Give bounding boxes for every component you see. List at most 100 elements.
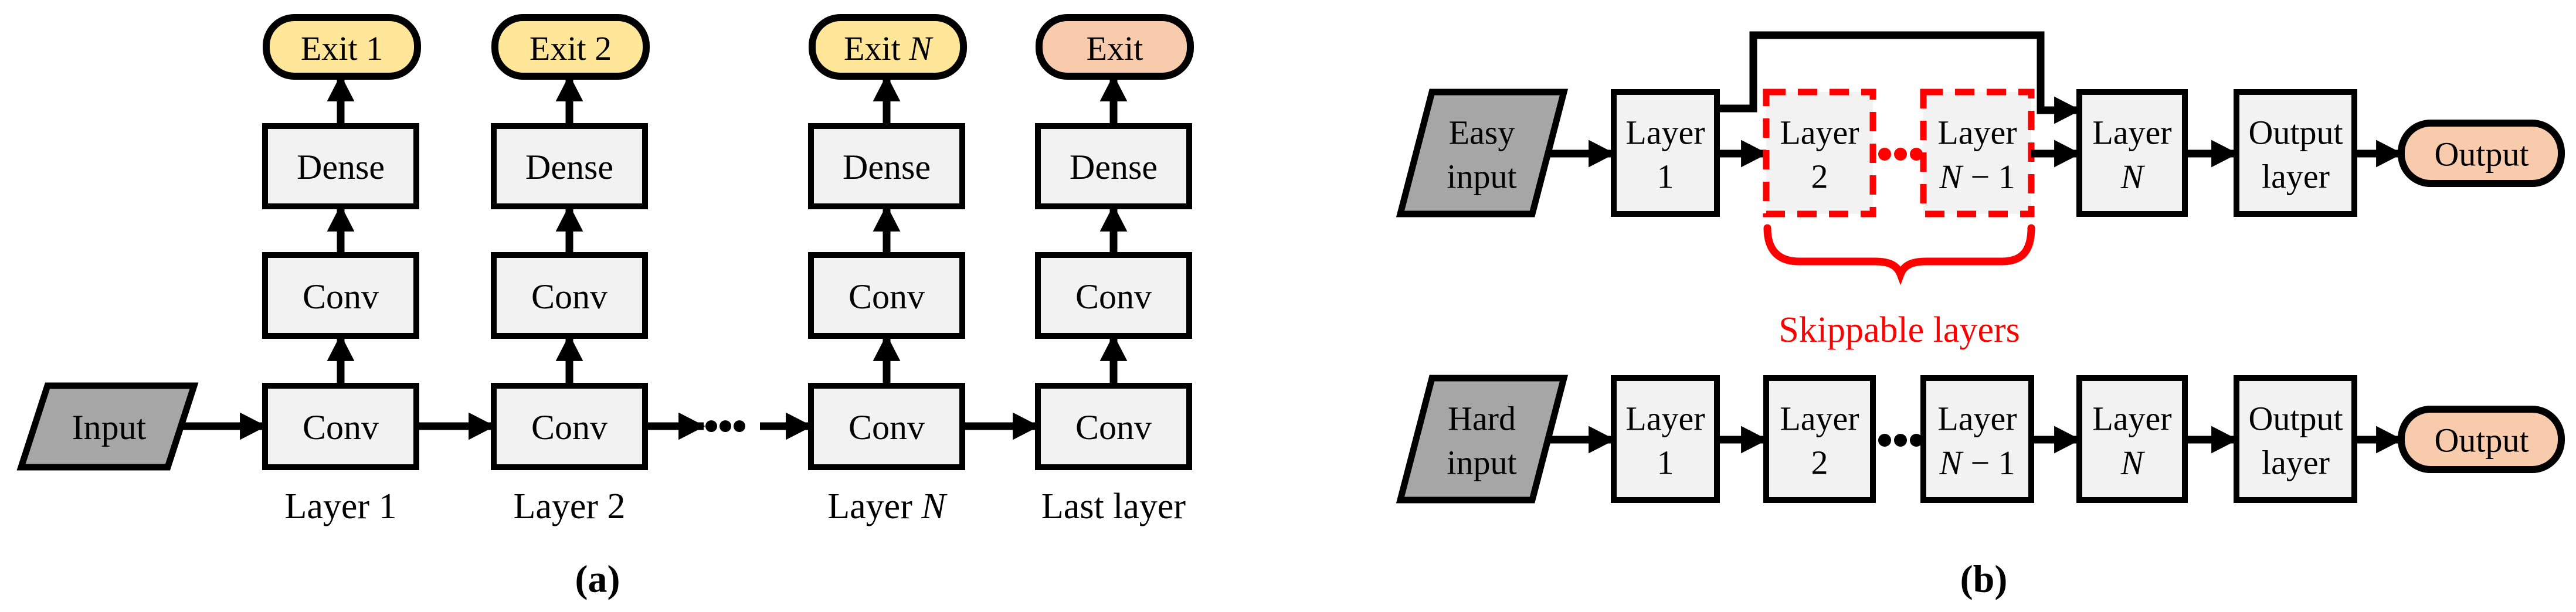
a-exit1-terminal (263, 14, 421, 80)
b-hard-input-label-line1: Hard (1448, 400, 1516, 438)
a-figure-caption: (a) (575, 558, 620, 601)
b-top-output-label: Output (2434, 135, 2529, 174)
b-top-layer1-box (1611, 89, 1720, 217)
b-top-layer1-label-line1: Layer (1625, 114, 1705, 152)
a-column-layer2: Conv Conv Dense Exit 2 Layer 2 (491, 14, 650, 526)
b-top-output-layer-box (2234, 89, 2357, 217)
a-layer2-caption: Layer 2 (513, 487, 625, 526)
b-top-layerN-label-line1: Layer (2092, 114, 2171, 152)
a-layer2-dense-box (491, 123, 648, 209)
b-bottom-layerN-1-label-line2: N − 1 (1939, 444, 2015, 482)
a-exit1-label: Exit 1 (301, 29, 383, 67)
a-layer1-caption: Layer 1 (284, 487, 396, 526)
b-top-layerN-1-label-line2: N − 1 (1939, 158, 2015, 196)
a-layer1-conv-bottom-box (262, 383, 419, 470)
b-hard-input-parallelogram (1396, 375, 1569, 504)
a-exit2-label: Exit 2 (530, 29, 612, 67)
b-top-red-ellipsis-dots (1878, 148, 1923, 161)
b-bottom-layer1-label-line2: 1 (1657, 444, 1674, 482)
b-bottom-dot-1 (1878, 434, 1891, 447)
a-exitN-label: Exit N (844, 29, 934, 67)
a-exit2-terminal (491, 14, 650, 80)
b-bottom-ellipsis-dots (1878, 434, 1923, 447)
b-bottom-output-layer-label-line2: layer (2262, 444, 2330, 482)
a-ellipsis-dots (705, 420, 745, 432)
a-layerN-conv-bottom-label: Conv (849, 408, 925, 447)
b-bottom-dot-2 (1894, 434, 1907, 447)
b-bottom-layer2-label-line1: Layer (1780, 400, 1859, 438)
b-top-output-layer-label-line2: layer (2262, 158, 2330, 196)
b-top-layer2-label-line2: 2 (1811, 158, 1828, 196)
a-ellipsis-dot-1 (705, 420, 717, 432)
b-hard-input-label-line2: input (1447, 444, 1516, 482)
b-top-layerN-1-label-line1: Layer (1937, 114, 2017, 152)
a-lastlayer-conv-mid-box (1035, 252, 1192, 339)
a-lastlayer-conv-mid-label: Conv (1075, 277, 1152, 316)
b-easy-input-label-line2: input (1447, 158, 1516, 196)
a-lastlayer-caption: Last layer (1041, 487, 1186, 526)
b-bottom-layerN-label-line2: N (2120, 444, 2146, 482)
a-layer1-conv-bottom-label: Conv (303, 408, 379, 447)
b-skip-connection-line (1717, 31, 2081, 124)
a-layer2-conv-mid-box (491, 252, 648, 339)
diagram-a-early-exit-network: Input Conv Conv Dense Exit 1 Layer 1 Con… (16, 14, 1194, 601)
a-layerN-caption: Layer N (827, 487, 948, 526)
b-bottom-output-layer-label-line1: Output (2248, 400, 2343, 438)
b-easy-input-parallelogram (1396, 89, 1569, 217)
b-skippable-layers-label: Skippable layers (1779, 310, 2020, 350)
diagram-b-skippable-network: Easy input Layer 1 Layer 2 Layer N − 1 L… (1396, 31, 2565, 601)
a-layerN-dense-box (808, 123, 965, 209)
b-easy-input-label-line1: Easy (1449, 114, 1515, 152)
a-exitN-terminal (809, 14, 967, 80)
b-top-layerN-label-line2: N (2120, 158, 2146, 196)
b-figure-caption: (b) (1960, 558, 2008, 601)
b-top-layer2-label-line1: Layer (1780, 114, 1859, 152)
b-top-layerN-1-box-skippable (1920, 89, 2035, 217)
b-hard-input-row: Hard input Layer 1 Layer 2 Layer N − 1 L… (1396, 375, 2565, 504)
b-bottom-layerN-box (2076, 375, 2188, 503)
b-top-output-terminal (2398, 120, 2565, 187)
b-bottom-output-label: Output (2434, 421, 2529, 460)
a-lastlayer-dense-label: Dense (1070, 148, 1158, 186)
a-column-layerN: Conv Conv Dense Exit N Layer N (808, 14, 967, 526)
a-layerN-conv-bottom-box (808, 383, 965, 470)
a-input-parallelogram (16, 382, 199, 471)
a-layer2-conv-mid-label: Conv (531, 277, 607, 316)
b-top-layerN-box (2076, 89, 2188, 217)
b-bottom-layer1-label-line1: Layer (1625, 400, 1705, 438)
a-final-exit-terminal (1036, 14, 1194, 80)
b-top-output-layer-label-line1: Output (2248, 114, 2343, 152)
b-bottom-layer1-box (1611, 375, 1720, 503)
a-final-exit-label: Exit (1087, 29, 1143, 67)
a-lastlayer-conv-bottom-label: Conv (1075, 408, 1152, 447)
b-bottom-output-layer-box (2234, 375, 2357, 503)
a-layerN-dense-label: Dense (843, 148, 931, 186)
b-bottom-layerN-1-label-line1: Layer (1937, 400, 2017, 438)
a-input-label: Input (72, 408, 147, 447)
b-top-red-dot-1 (1878, 148, 1891, 161)
b-top-red-dot-2 (1894, 148, 1907, 161)
b-bottom-layer2-box (1763, 375, 1876, 503)
a-layer2-conv-bottom-label: Conv (531, 408, 607, 447)
a-layer2-dense-label: Dense (525, 148, 613, 186)
b-top-layer2-box-skippable (1763, 89, 1876, 217)
a-lastlayer-conv-bottom-box (1035, 383, 1192, 470)
a-ellipsis-dot-2 (719, 420, 731, 432)
b-top-red-dot-3 (1910, 148, 1923, 161)
b-bottom-output-terminal (2398, 406, 2565, 473)
a-layerN-conv-mid-label: Conv (849, 277, 925, 316)
b-bottom-layerN-1-box (1920, 375, 2034, 503)
b-skippable-brace (1763, 224, 2035, 285)
b-top-layer1-label-line2: 1 (1657, 158, 1674, 196)
a-column-layer1: Conv Conv Dense Exit 1 Layer 1 (262, 14, 421, 526)
a-layer1-dense-label: Dense (297, 148, 385, 186)
a-layer1-conv-mid-label: Conv (303, 277, 379, 316)
a-layer2-conv-bottom-box (491, 383, 648, 470)
a-layerN-conv-mid-box (808, 252, 965, 339)
b-bottom-dot-3 (1910, 434, 1923, 447)
b-bottom-layer2-label-line2: 2 (1811, 444, 1828, 482)
b-bottom-layerN-label-line1: Layer (2092, 400, 2171, 438)
a-ellipsis-dot-3 (734, 420, 745, 432)
